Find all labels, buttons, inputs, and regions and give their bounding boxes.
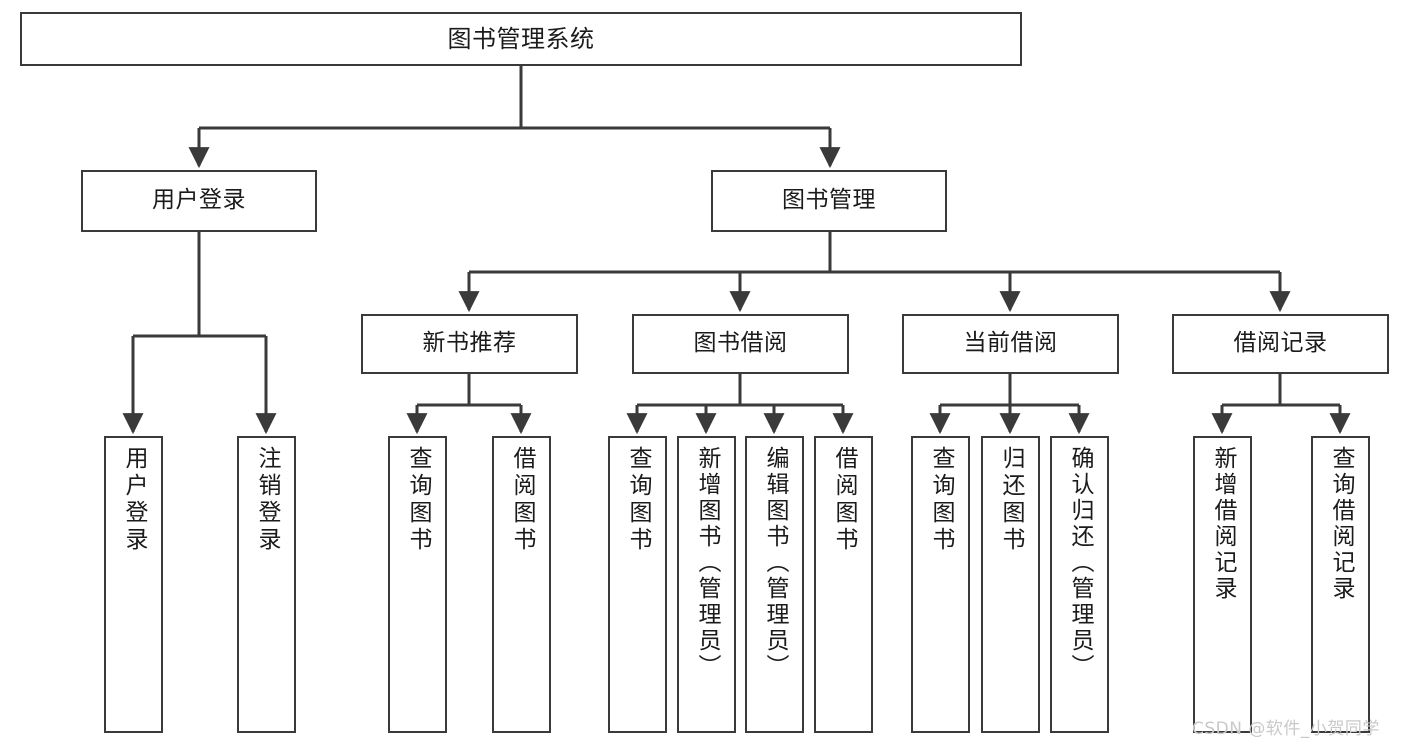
leaf-current-borrow-query[interactable]: 查询图书 bbox=[911, 436, 970, 733]
node-new-book-recommend[interactable]: 新书推荐 bbox=[361, 314, 578, 374]
leaf-current-borrow-confirm-return[interactable]: 确认归还（管理员） bbox=[1050, 436, 1109, 733]
node-label: 归还图书 bbox=[998, 446, 1024, 554]
leaf-borrow-record-add[interactable]: 新增借阅记录 bbox=[1193, 436, 1252, 733]
leaf-book-borrow-borrow[interactable]: 借阅图书 bbox=[814, 436, 873, 733]
node-label: 编辑图书（管理员） bbox=[762, 446, 788, 680]
node-book-management[interactable]: 图书管理 bbox=[711, 170, 947, 232]
node-label: 查询借阅记录 bbox=[1328, 446, 1354, 602]
node-label: 图书管理系统 bbox=[447, 24, 595, 53]
node-label: 查询图书 bbox=[928, 446, 954, 554]
leaf-book-borrow-query[interactable]: 查询图书 bbox=[608, 436, 667, 733]
node-label: 查询图书 bbox=[625, 446, 651, 554]
node-label: 图书借阅 bbox=[693, 330, 788, 357]
node-borrow-record[interactable]: 借阅记录 bbox=[1172, 314, 1389, 374]
leaf-current-borrow-return[interactable]: 归还图书 bbox=[981, 436, 1040, 733]
node-label: 借阅记录 bbox=[1233, 330, 1328, 357]
node-book-borrow[interactable]: 图书借阅 bbox=[632, 314, 849, 374]
leaf-user-login-login[interactable]: 用户登录 bbox=[104, 436, 163, 733]
leaf-new-book-borrow[interactable]: 借阅图书 bbox=[492, 436, 551, 733]
node-current-borrow[interactable]: 当前借阅 bbox=[902, 314, 1119, 374]
node-label: 查询图书 bbox=[405, 446, 431, 554]
leaf-borrow-record-query[interactable]: 查询借阅记录 bbox=[1311, 436, 1370, 733]
node-label: 新书推荐 bbox=[422, 330, 517, 357]
leaf-book-borrow-add[interactable]: 新增图书（管理员） bbox=[677, 436, 736, 733]
node-user-login[interactable]: 用户登录 bbox=[81, 170, 317, 232]
node-label: 新增借阅记录 bbox=[1210, 446, 1236, 602]
node-label: 当前借阅 bbox=[963, 330, 1058, 357]
node-label: 注销登录 bbox=[254, 446, 280, 554]
node-label: 借阅图书 bbox=[831, 446, 857, 554]
node-label: 用户登录 bbox=[121, 446, 147, 554]
node-label: 借阅图书 bbox=[509, 446, 535, 554]
leaf-new-book-query[interactable]: 查询图书 bbox=[388, 436, 447, 733]
csdn-watermark: CSDN @软件_小贺同学 bbox=[1192, 719, 1380, 739]
node-label: 确认归还（管理员） bbox=[1067, 446, 1093, 680]
node-root-system[interactable]: 图书管理系统 bbox=[20, 12, 1022, 66]
leaf-user-login-logout[interactable]: 注销登录 bbox=[237, 436, 296, 733]
node-label: 用户登录 bbox=[152, 187, 246, 214]
leaf-book-borrow-edit[interactable]: 编辑图书（管理员） bbox=[745, 436, 804, 733]
node-label: 图书管理 bbox=[782, 187, 876, 214]
node-label: 新增图书（管理员） bbox=[694, 446, 720, 680]
